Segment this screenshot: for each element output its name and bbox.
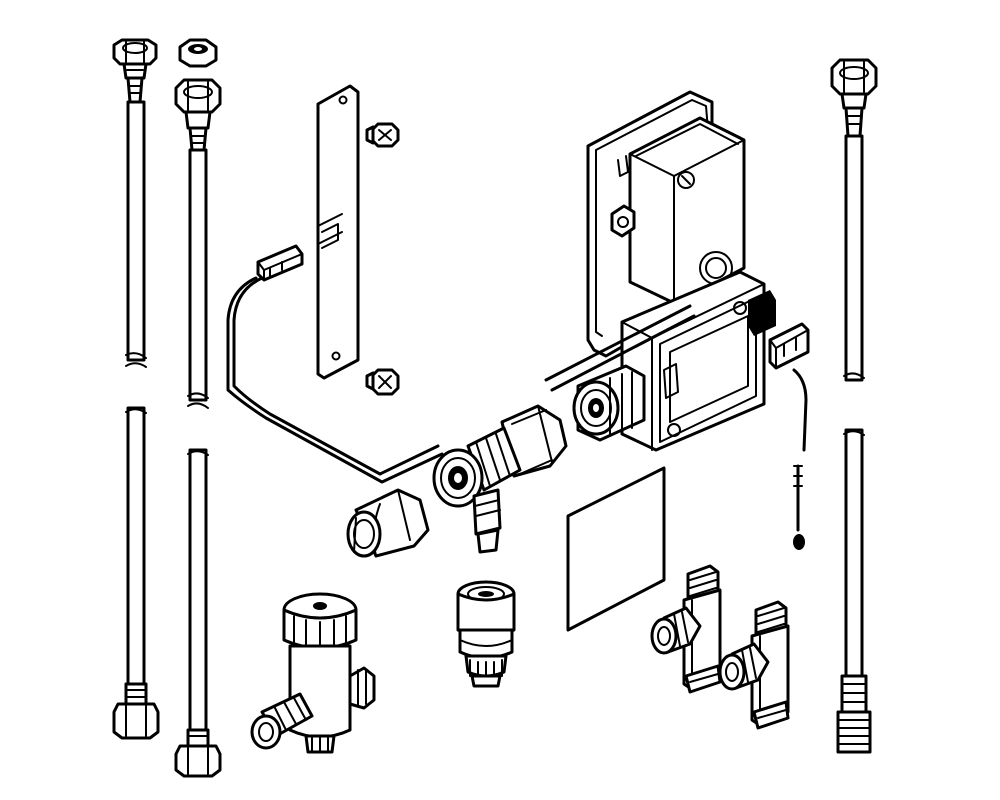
seal-washer-icon bbox=[178, 38, 218, 68]
filter-cartridge-icon bbox=[456, 580, 516, 688]
adapter-sleeve-icon bbox=[346, 488, 430, 558]
screw-icon bbox=[365, 368, 400, 396]
tee-fitting-icon bbox=[650, 564, 722, 694]
stop-valve-icon bbox=[250, 592, 376, 754]
sensor-cable-icon bbox=[226, 244, 444, 484]
braided-hose-icon bbox=[112, 38, 160, 740]
mounting-plate-icon bbox=[316, 84, 360, 380]
screw-icon bbox=[365, 122, 400, 148]
angle-connector-icon bbox=[432, 404, 568, 554]
temperature-probe-icon bbox=[792, 368, 808, 550]
gasket-sheet-icon bbox=[566, 466, 666, 632]
braided-hose-icon bbox=[830, 58, 878, 754]
tee-fitting-icon bbox=[718, 600, 790, 730]
braided-hose-icon bbox=[174, 78, 222, 778]
solenoid-valve-icon bbox=[544, 270, 810, 452]
